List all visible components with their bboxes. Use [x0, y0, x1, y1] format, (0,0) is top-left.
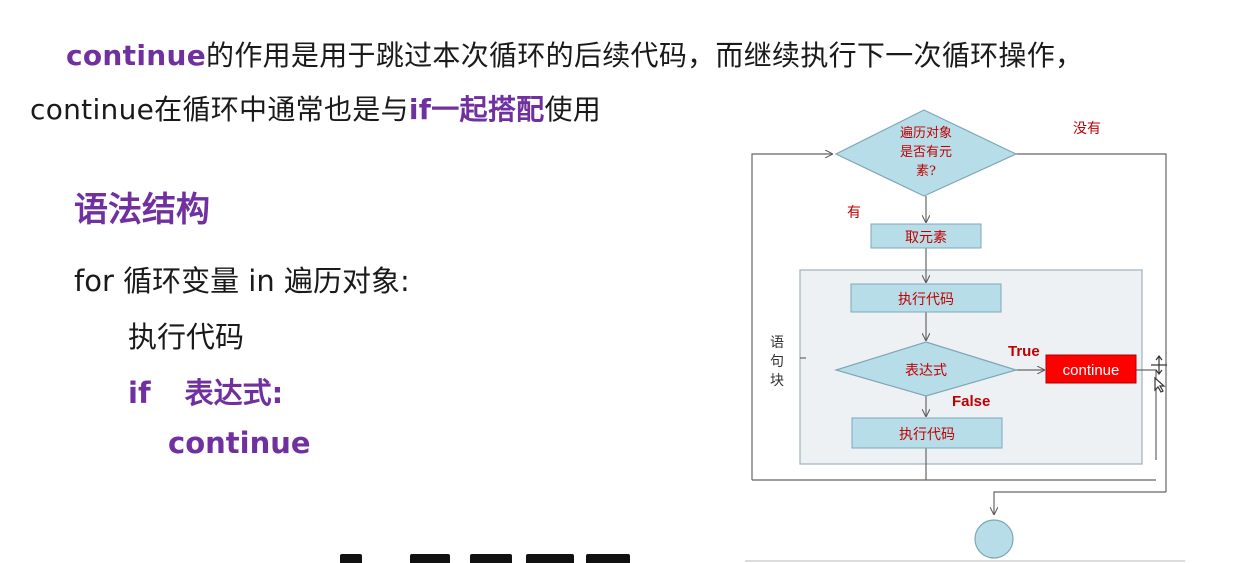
exec-code-text-2: 执行代码	[899, 427, 955, 443]
end-node	[974, 519, 1014, 559]
syntax-title: 语法结构	[74, 190, 210, 230]
intro-line-1: continue的作用是用于跳过本次循环的后续代码，而继续执行下一次循环操作，	[66, 34, 1083, 74]
intro-line-1-text: 的作用是用于跳过本次循环的后续代码，而继续执行下一次循环操作，	[206, 39, 1084, 72]
block-label-char-3: 块	[770, 373, 784, 389]
syntax-if-expression: 表达式:	[184, 376, 284, 410]
intro-keyword-continue: continue	[66, 39, 207, 72]
block-label-char-1: 语	[770, 335, 784, 351]
syntax-if-line: if 表达式:	[128, 370, 283, 412]
decision-text-line-2: 是否有元	[900, 145, 952, 160]
intro-line-2-prefix: continue在循环中通常也是与	[30, 93, 409, 126]
block-label-char-2: 句	[770, 354, 784, 370]
take-element-box	[870, 223, 982, 249]
expression-text: 表达式	[905, 363, 947, 379]
flowchart: 遍历对象 是否有元 素? 没有 有 取元素 执行代码 表达式 True Fals…	[745, 109, 1185, 562]
continue-box-text: continue	[1063, 362, 1120, 379]
syntax-exec-line: 执行代码	[128, 320, 245, 354]
decision-text-line-3: 素?	[916, 164, 936, 179]
label-no-element: 没有	[1073, 121, 1101, 137]
syntax-for-line: for 循环变量 in 遍历对象:	[74, 264, 410, 298]
expression-decision	[833, 341, 1019, 397]
intro-line-2: continue在循环中通常也是与if一起搭配使用	[30, 88, 601, 128]
intro-keyword-if: if一起搭配	[408, 93, 545, 126]
syntax-if-keyword: if	[128, 376, 151, 410]
decision-has-element	[834, 109, 1018, 197]
exec-code-box-1	[850, 283, 1002, 313]
exec-code-box-2	[851, 417, 1003, 449]
intro-line-2-suffix: 使用	[544, 93, 602, 126]
decision-text-line-1: 遍历对象	[900, 125, 952, 141]
label-true: True	[1008, 343, 1040, 360]
cut-off-heading-fragment	[330, 548, 660, 563]
take-element-text: 取元素	[905, 230, 947, 246]
exec-code-text-1: 执行代码	[898, 292, 954, 308]
label-false: False	[952, 393, 990, 410]
label-has-element: 有	[847, 205, 861, 221]
syntax-continue-line: continue	[168, 426, 311, 460]
continue-box	[1045, 354, 1137, 384]
move-cursor-icon	[1151, 355, 1167, 393]
